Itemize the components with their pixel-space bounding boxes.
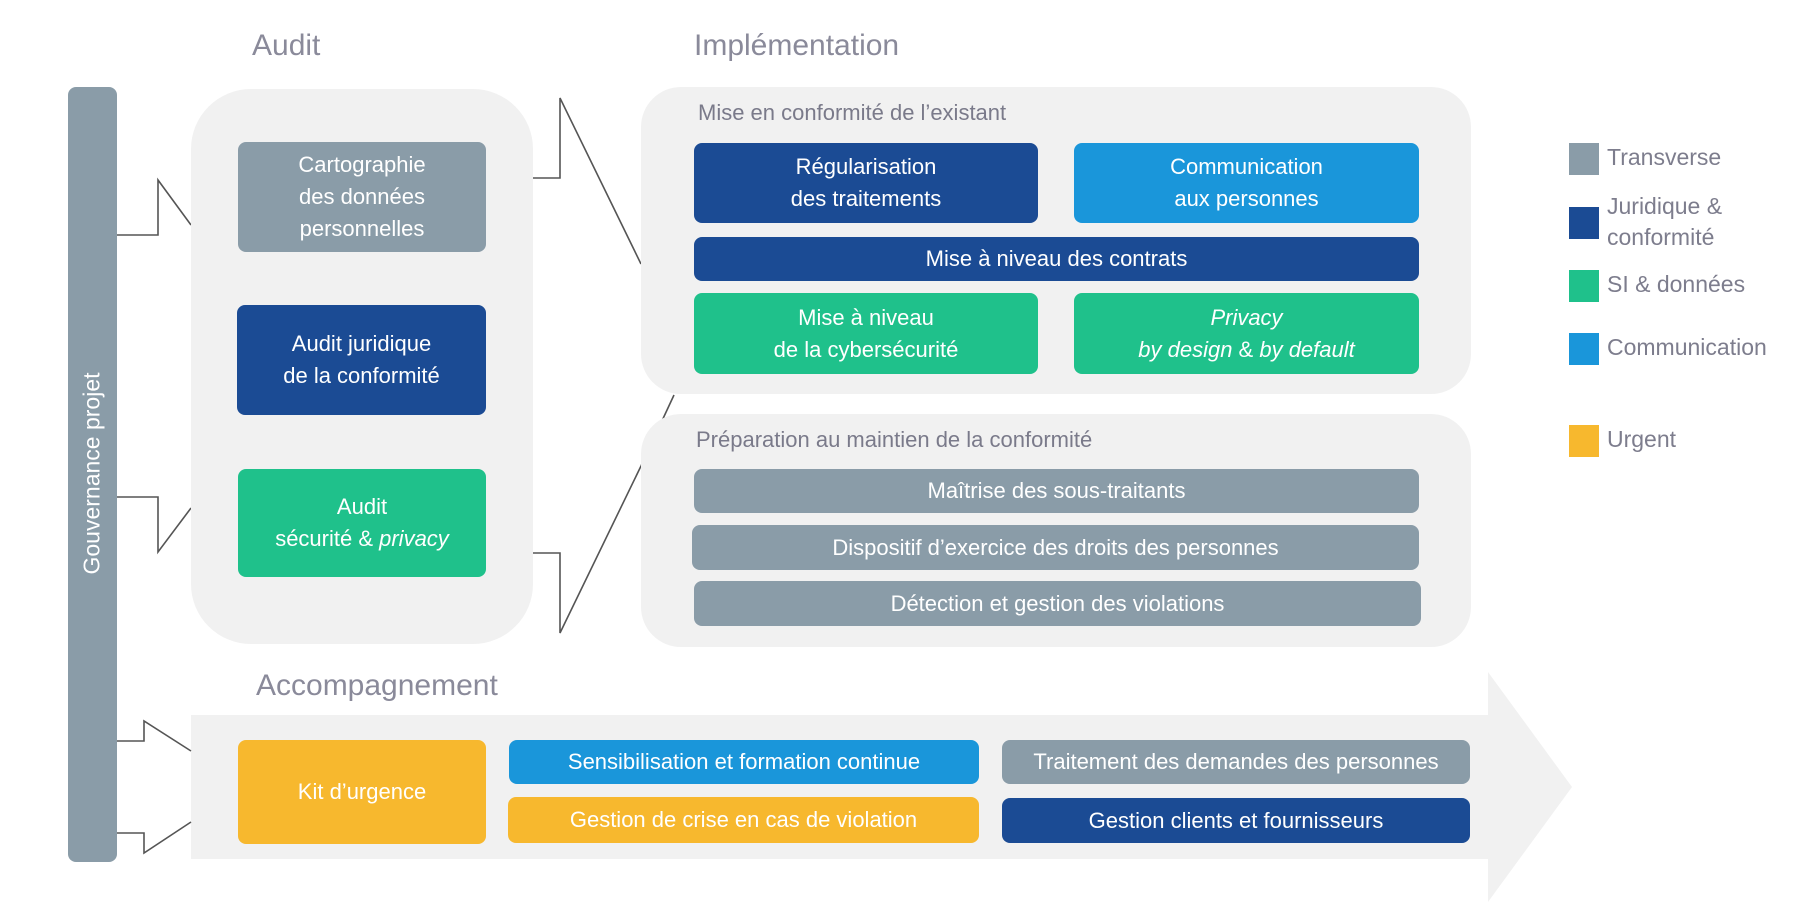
legend-label-urgent: Urgent (1607, 426, 1677, 452)
accompagnement-title: Accompagnement (256, 669, 498, 702)
legend-swatch-urgent (1569, 425, 1599, 457)
governance-label: Gouvernance projet (78, 372, 105, 575)
box-cybersecurite[interactable]: Mise à niveau de la cybersécurité (694, 293, 1038, 374)
box-sous-traitants[interactable]: Maîtrise des sous-traitants (694, 469, 1419, 513)
box-contrats[interactable]: Mise à niveau des contrats (694, 237, 1419, 281)
governance-bar (68, 87, 117, 862)
box-clients-fournisseurs[interactable]: Gestion clients et fournisseurs (1002, 798, 1470, 843)
legend-label-si: SI & données (1607, 271, 1746, 297)
box-regularisation[interactable]: Régularisation des traitements (694, 143, 1038, 223)
box-audit-juridique[interactable]: Audit juridique de la conformité (237, 305, 486, 415)
box-violations[interactable]: Détection et gestion des violations (694, 581, 1421, 626)
box-demandes-personnes[interactable]: Traitement des demandes des personnes (1002, 740, 1470, 784)
legend-label-transverse: Transverse (1607, 144, 1722, 170)
box-cartographie[interactable]: Cartographie des données personnelles (238, 142, 486, 252)
box-sensibilisation[interactable]: Sensibilisation et formation continue (509, 740, 979, 784)
box-kit-urgence[interactable]: Kit d’urgence (238, 740, 486, 844)
box-privacy-by-design[interactable]: Privacy by design & by default (1074, 293, 1419, 374)
box-communication-personnes[interactable]: Communication aux personnes (1074, 143, 1419, 223)
implementation-title: Implémentation (694, 29, 900, 62)
legend-swatch-si (1569, 270, 1599, 302)
legend-swatch-transverse (1569, 143, 1599, 175)
box-audit-securite[interactable]: Audit sécurité & privacy (238, 469, 486, 577)
legend-label-communication: Communication (1607, 334, 1767, 360)
legend-label-juridique: Juridique & conformité (1607, 193, 1723, 250)
box-droits-personnes[interactable]: Dispositif d’exercice des droits des per… (692, 525, 1419, 570)
conformite-subtitle: Mise en conformité de l’existant (698, 100, 1007, 125)
box-gestion-crise[interactable]: Gestion de crise en cas de violation (508, 797, 979, 843)
legend-swatch-communication (1569, 333, 1599, 365)
maintien-subtitle: Préparation au maintien de la conformité (696, 427, 1093, 452)
accompagnement-arrow (191, 672, 1572, 902)
legend-swatch-juridique (1569, 207, 1599, 239)
audit-title: Audit (252, 29, 321, 62)
